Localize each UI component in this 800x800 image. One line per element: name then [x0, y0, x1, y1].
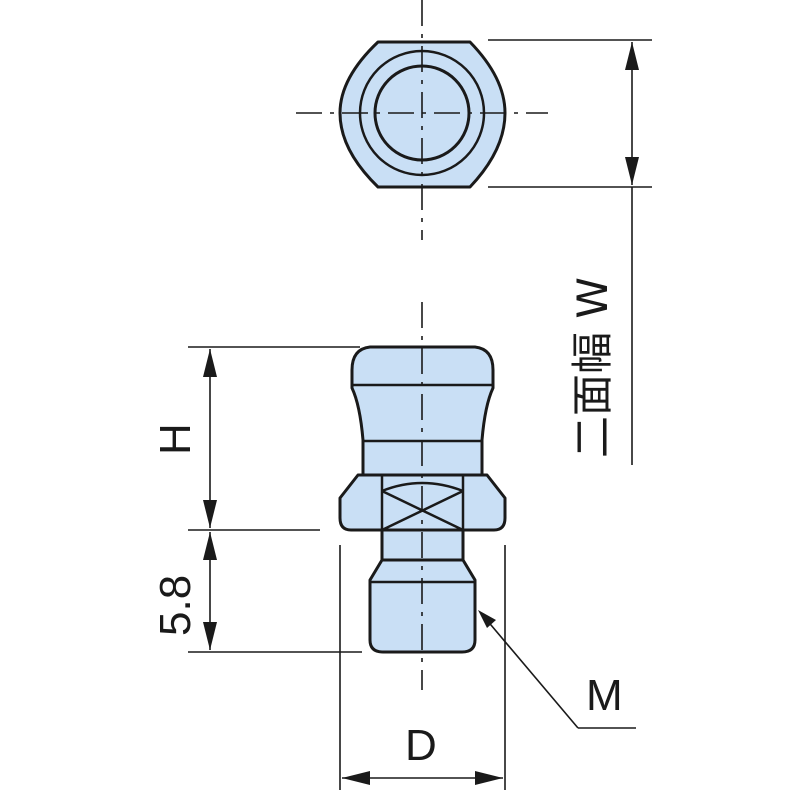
thread-length-dimension: 5.8 [151, 532, 362, 653]
w-dimension: 二面幅 W [488, 39, 652, 465]
thread-label: M [586, 671, 623, 720]
m-leader-arrow [478, 610, 496, 628]
d-arrow-right [475, 771, 503, 785]
w-arrow-bottom [625, 157, 639, 185]
thread-leader: M [478, 610, 636, 729]
m-leader-line [479, 611, 579, 729]
h-dimension-label: H [151, 423, 200, 455]
thread-arrow-bottom [203, 622, 217, 650]
h-dimension: H [151, 346, 360, 531]
w-arrow-top [625, 42, 639, 70]
h-arrow-bottom [203, 500, 217, 528]
d-arrow-left [342, 771, 370, 785]
side-view [338, 302, 507, 690]
thread-arrow-top [203, 532, 217, 560]
flange-cross-arc [381, 481, 464, 493]
thread-length-label: 5.8 [151, 575, 200, 636]
diameter-label: D [405, 721, 437, 770]
w-dimension-label: 二面幅 W [568, 277, 617, 458]
d-dimension: D [339, 545, 506, 790]
top-view [296, 0, 548, 240]
h-arrow-top [203, 349, 217, 377]
